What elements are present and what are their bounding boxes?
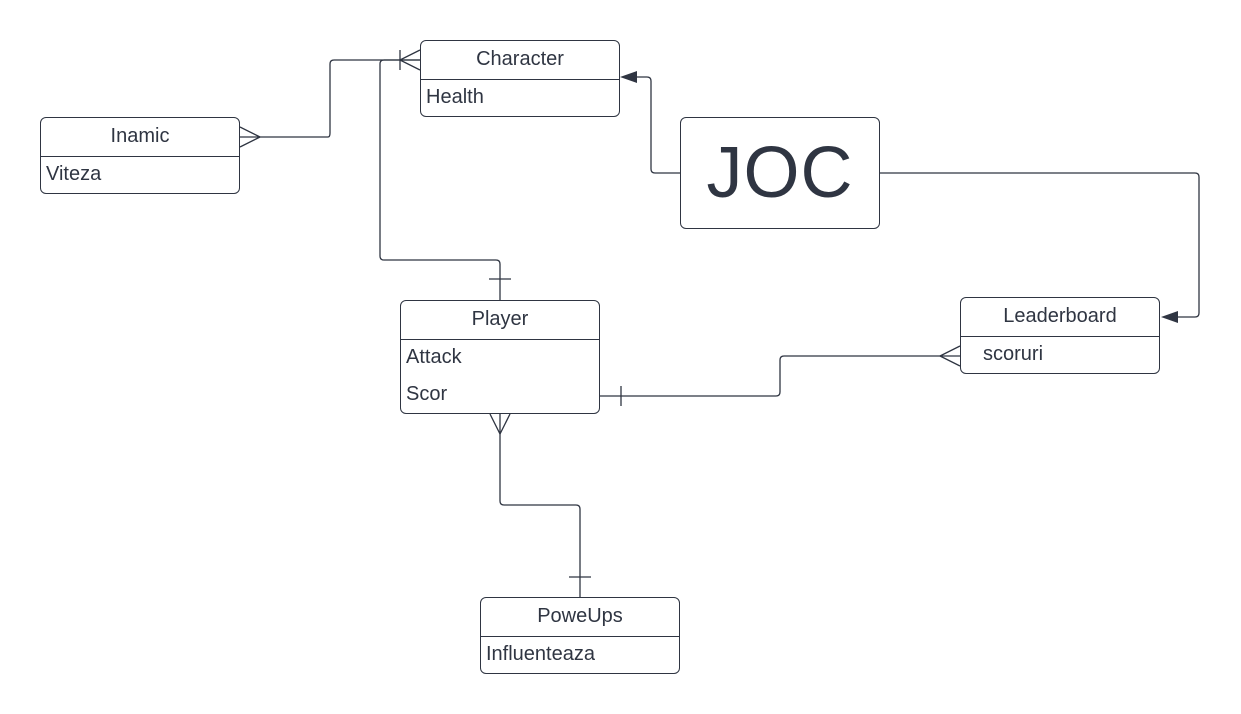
- joc-label: JOC: [706, 133, 854, 213]
- entity-attribute: Health: [426, 86, 484, 108]
- connector-player-leaderboard: [600, 345, 961, 406]
- entity-attribute: Attack: [406, 346, 462, 368]
- connector-inamic-character: [239, 49, 421, 148]
- connector-joc-leaderboard: [880, 172, 1200, 323]
- entity-title: Inamic: [41, 118, 239, 157]
- connector-player-powerups: [489, 413, 591, 597]
- entity-powerups[interactable]: PoweUps Influenteaza: [480, 597, 680, 674]
- entity-inamic[interactable]: Inamic Viteza: [40, 117, 240, 194]
- entity-player[interactable]: Player Attack Scor: [400, 300, 600, 414]
- entity-title: Character: [421, 41, 619, 80]
- entity-attribute: Influenteaza: [486, 643, 595, 665]
- entity-title: PoweUps: [481, 598, 679, 637]
- entity-attribute: scoruri: [983, 343, 1044, 365]
- entity-attribute: Viteza: [46, 163, 102, 185]
- joc-box[interactable]: JOC: [680, 117, 880, 229]
- connector-joc-character: [620, 71, 680, 174]
- entity-title: Leaderboard: [961, 298, 1159, 337]
- entity-character[interactable]: Character Health: [420, 40, 620, 117]
- connector-player-character: [379, 59, 511, 300]
- entity-title: Player: [401, 301, 599, 340]
- entity-attribute: Scor: [406, 383, 448, 405]
- entity-leaderboard[interactable]: Leaderboard scoruri: [960, 297, 1160, 374]
